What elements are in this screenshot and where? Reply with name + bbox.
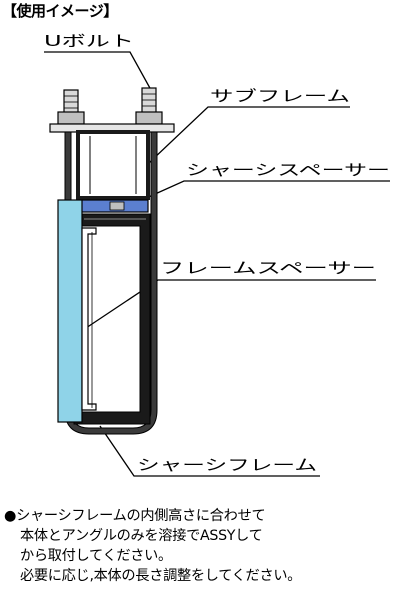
note-line-1: ●シャーシフレームの内側高さに合わせて	[4, 508, 266, 524]
page-title: 【使用イメージ】	[2, 2, 118, 20]
u-bolt-body	[64, 131, 158, 435]
sub-frame-leader-line	[132, 106, 350, 179]
note-line-2: 本体とアングルのみを溶接でASSYして	[20, 528, 263, 544]
u-bolt-mounting-diagram: Uボルト サブフレーム シャーシスペーサー フレームスペーサー シャーシフレーム	[44, 32, 390, 477]
sub-frame	[76, 130, 150, 200]
chassis-frame-label: シャーシフレーム	[137, 456, 317, 474]
u-bolt-threads	[63, 87, 157, 115]
u-bolt-leader-line	[44, 51, 152, 91]
note-line-3: から取付してください。	[20, 548, 172, 564]
u-bolt-label: Uボルト	[44, 32, 134, 50]
sub-frame-label: サブフレーム	[210, 87, 350, 105]
frame-spacer-leader-line	[67, 279, 376, 341]
chassis-frame-leader-line	[99, 425, 320, 477]
frame-spacer-plate	[57, 199, 83, 423]
frame-spacer-angle	[81, 227, 97, 411]
chassis-spacer-label: シャーシスペーサー	[186, 161, 390, 179]
note-line-4: 必要に応じ,本体の長さ調整をしてください。	[20, 568, 302, 584]
u-bolt-nuts	[57, 111, 163, 125]
usage-notes: ●シャーシフレームの内側高さに合わせて 本体とアングルのみを溶接でASSYして …	[4, 506, 408, 586]
chassis-spacer-leader-line	[123, 180, 390, 209]
frame-spacer-label: フレームスペーサー	[160, 259, 376, 277]
